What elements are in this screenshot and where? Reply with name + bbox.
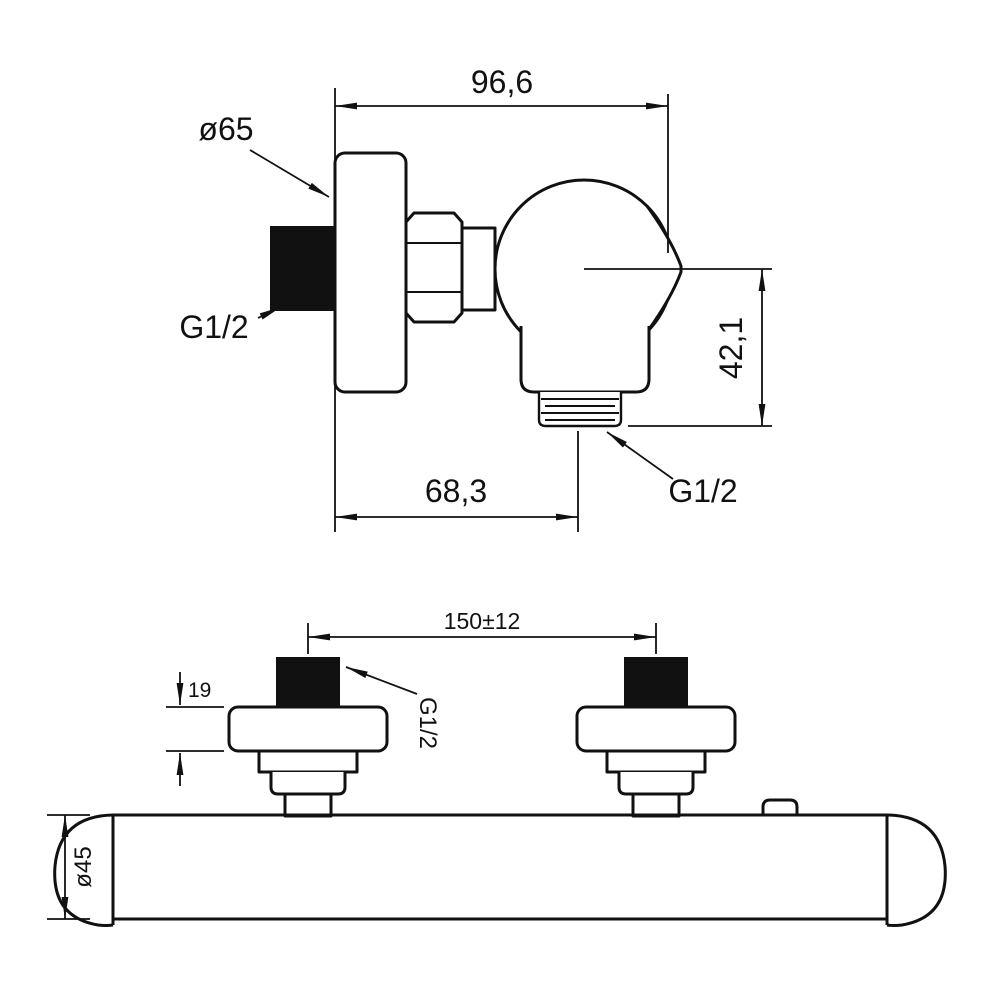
bar-right-cap — [886, 813, 947, 927]
front-view: 150±12 19 G1/2 ø45 — [47, 608, 947, 927]
width-dim-label: 96,6 — [471, 64, 533, 100]
outlet-drop-label: 42,1 — [713, 317, 749, 379]
right-stem — [631, 792, 681, 818]
flange-diameter-label: ø65 — [198, 111, 253, 147]
left-nut-upper — [257, 749, 359, 774]
bar-diameter-label: ø45 — [70, 846, 97, 887]
outlet-thread-label: G1/2 — [668, 473, 737, 509]
flange-height-label: 19 — [188, 679, 211, 702]
left-stem — [283, 792, 333, 818]
lower-body — [519, 326, 651, 394]
outlet-thread — [537, 392, 623, 428]
connection-thread-label: G1/2 — [414, 697, 441, 749]
wall-flange — [333, 151, 408, 394]
connection-spacing-label: 150±12 — [444, 608, 521, 634]
right-nut-upper — [605, 749, 707, 774]
side-view: 96,6 ø65 G1/2 42,1 68,3 G1/2 — [179, 64, 772, 532]
left-thread-block — [276, 657, 340, 707]
right-thread-block — [624, 657, 688, 707]
outlet-offset-label: 68,3 — [425, 473, 487, 509]
inlet-thread-label: G1/2 — [179, 309, 248, 345]
leader-line-outlet — [606, 431, 674, 480]
leader-line-inlet — [257, 306, 282, 320]
leader-line-connection — [345, 666, 418, 695]
right-nut-lower — [617, 772, 695, 796]
safety-stop-button — [761, 798, 799, 815]
left-nut-lower — [269, 772, 347, 796]
hex-nut — [404, 211, 464, 324]
leader-line-flange — [249, 149, 330, 198]
right-flange — [575, 705, 737, 753]
inlet-thread-block — [270, 226, 335, 311]
connector-neck — [460, 226, 497, 312]
left-flange — [227, 705, 389, 753]
bar-left-cap — [53, 813, 114, 927]
